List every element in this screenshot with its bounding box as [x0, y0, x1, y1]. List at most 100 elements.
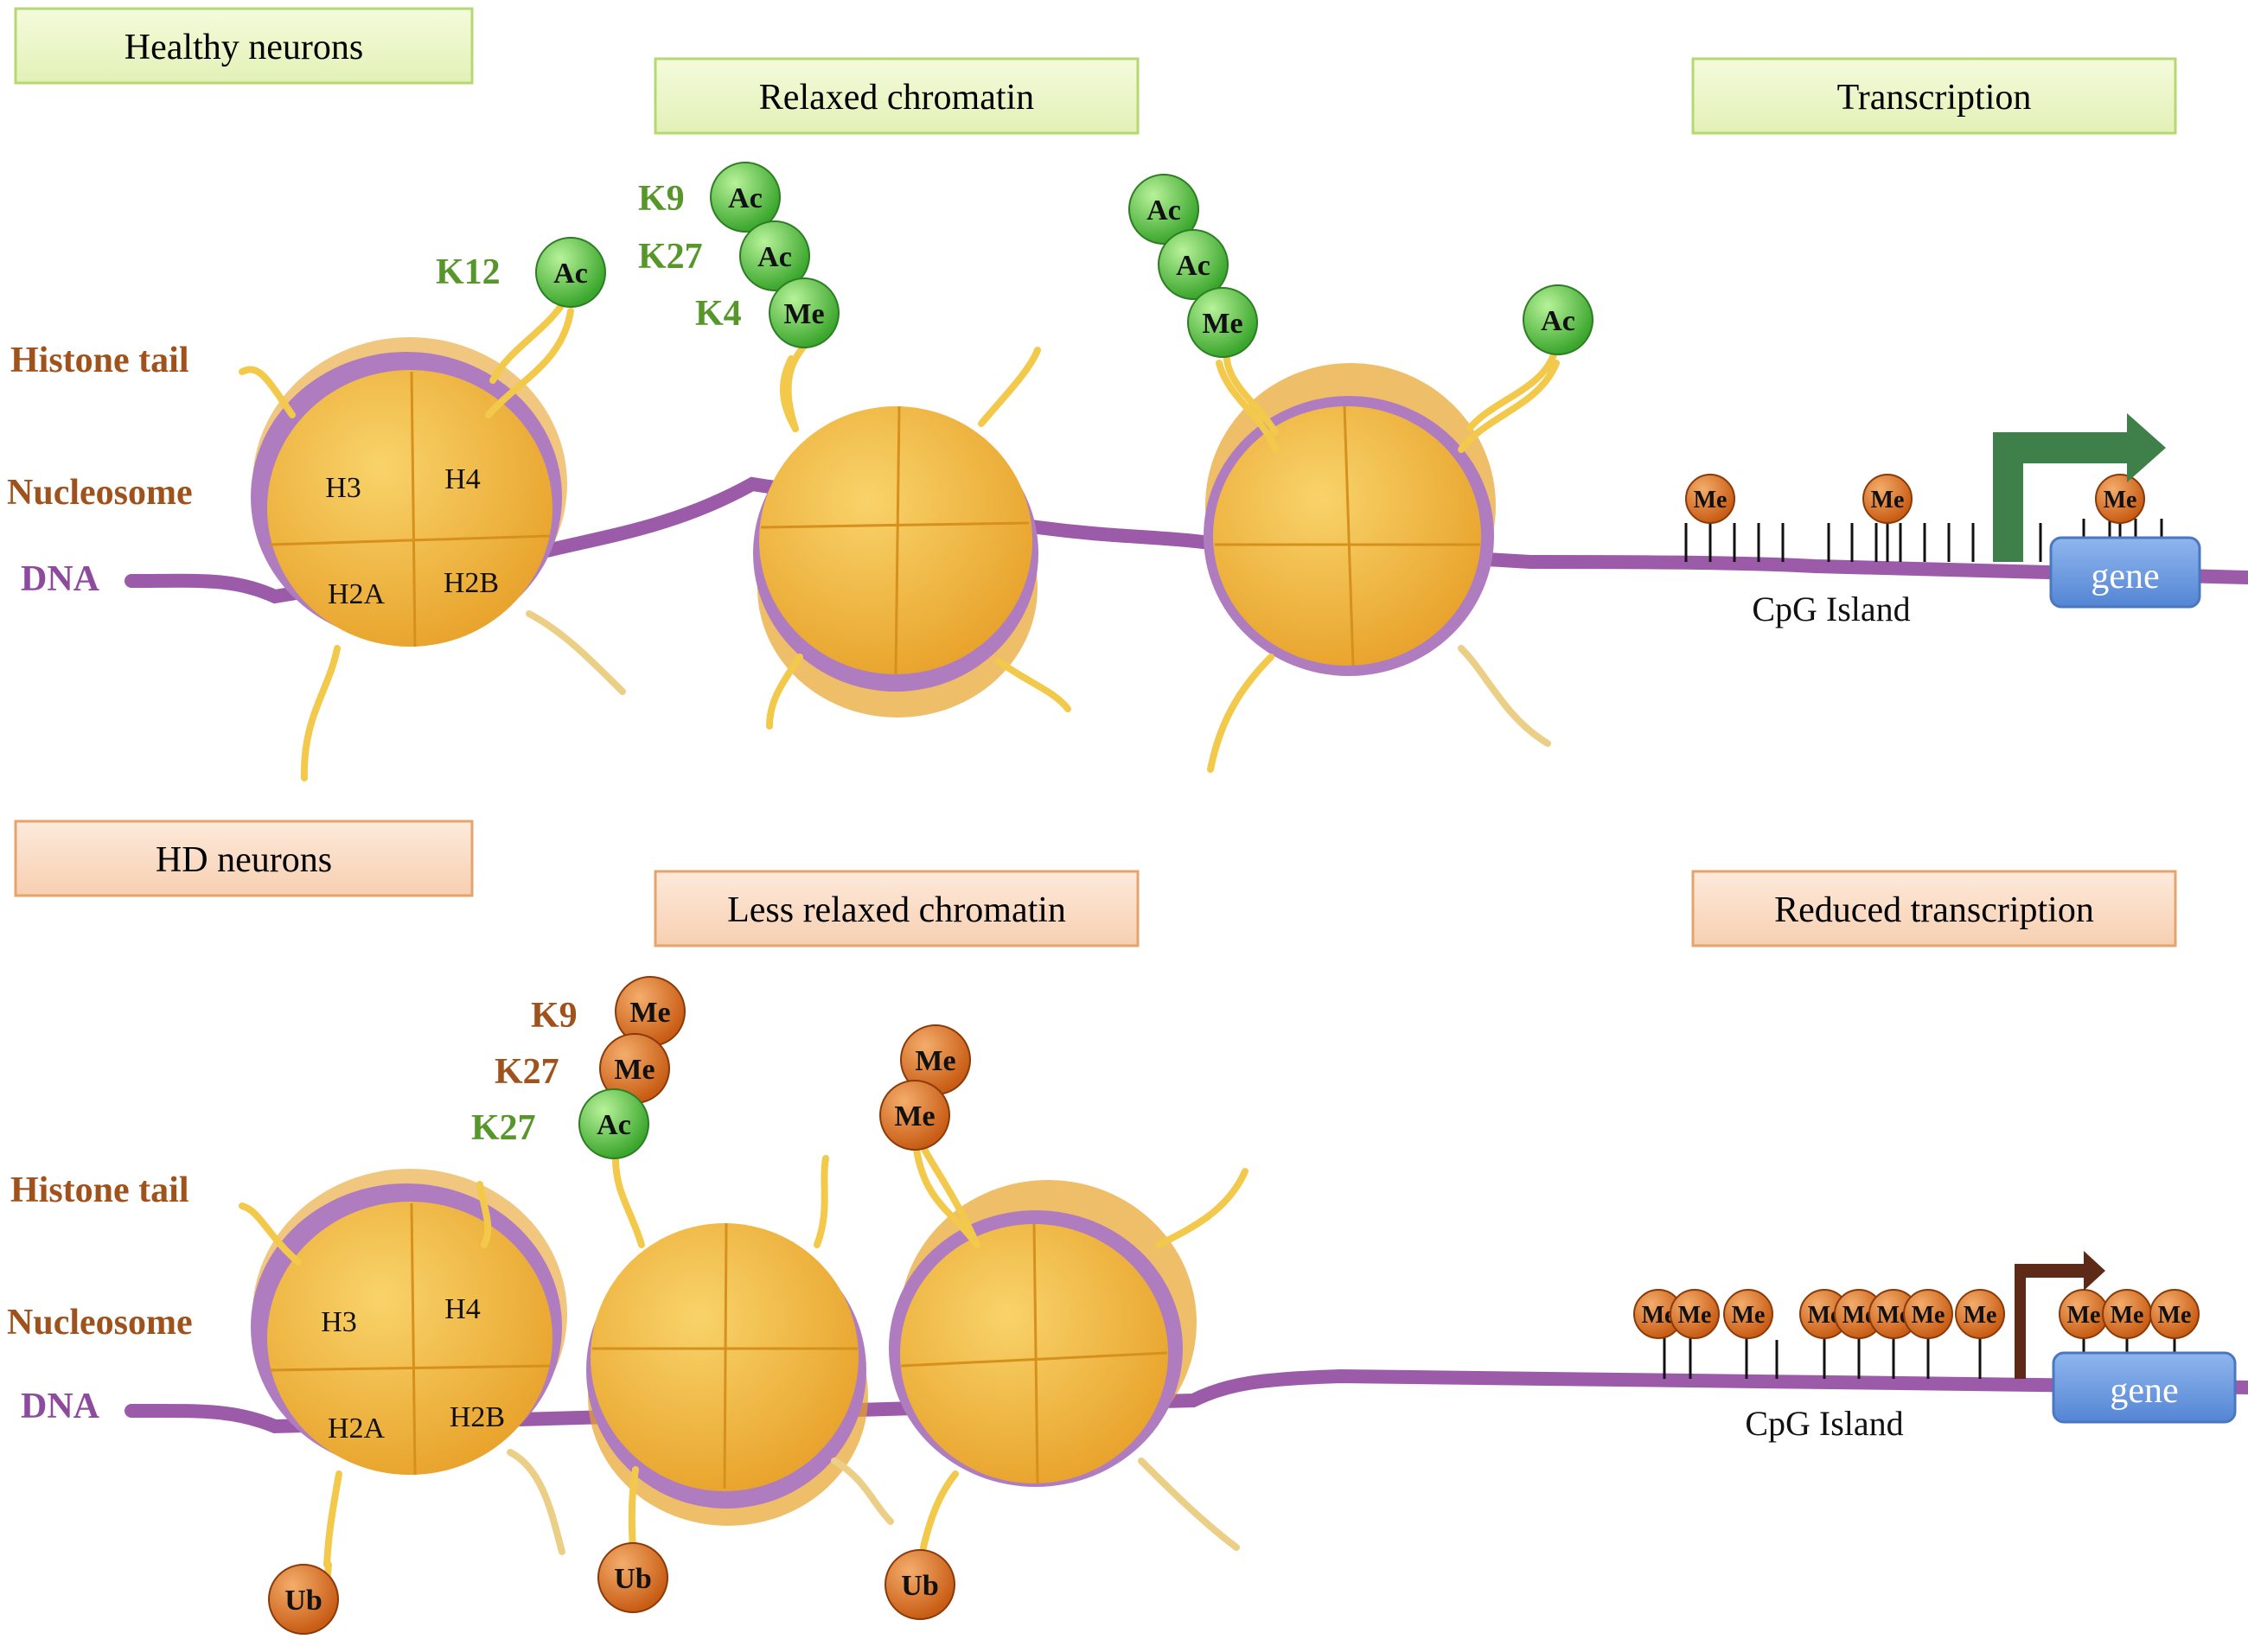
dna-label: DNA — [21, 559, 100, 599]
mark-ac-k27: Ac — [739, 220, 810, 291]
svg-text:Me: Me — [1694, 487, 1728, 513]
svg-text:Me: Me — [783, 298, 824, 330]
hd-mark-me-n3-2: Me — [879, 1080, 950, 1151]
svg-text:Ac: Ac — [1176, 250, 1210, 282]
svg-text:Me: Me — [2104, 487, 2137, 513]
reduced-transcription-label: Reduced transcription — [1774, 890, 2094, 930]
svg-text:Me: Me — [2158, 1302, 2192, 1329]
hd-mark-me-k27: Me — [599, 1033, 670, 1104]
healthy-section-box: Healthy neurons — [14, 7, 474, 85]
svg-text:Me: Me — [1912, 1302, 1945, 1329]
hd-cpg-mark-1: Me — [1633, 1289, 1683, 1339]
mark-me-n3: Me — [1187, 287, 1258, 358]
svg-text:Ac: Ac — [1146, 195, 1181, 226]
nucleosome-2 — [753, 405, 1038, 718]
mark-ac-n3-2: Ac — [1158, 229, 1229, 300]
svg-text:Ub: Ub — [901, 1570, 938, 1602]
hd-histone-h4: H4 — [444, 1293, 481, 1325]
hd-histone-tail-label: Histone tail — [10, 1170, 189, 1210]
svg-text:Me: Me — [2111, 1302, 2144, 1329]
mark-ac-n3-1: Ac — [1128, 174, 1199, 245]
svg-text:Me: Me — [915, 1045, 955, 1077]
nucleosome-3 — [1204, 363, 1496, 676]
relaxed-chromatin-label: Relaxed chromatin — [759, 78, 1034, 118]
reduced-transcription-box: Reduced transcription — [1691, 870, 2177, 947]
hd-mark-me-k9: Me — [615, 976, 686, 1047]
svg-text:Me: Me — [629, 997, 670, 1029]
svg-text:Ac: Ac — [597, 1109, 631, 1141]
healthy-section-title: Healthy neurons — [125, 28, 363, 67]
gene-box-bottom: gene — [2052, 1351, 2237, 1424]
hd-section-box: HD neurons — [14, 820, 474, 897]
histone-h4: H4 — [444, 463, 481, 495]
gene-label-bottom: gene — [2110, 1371, 2178, 1411]
residue-k9: K9 — [638, 179, 685, 219]
svg-text:Ac: Ac — [728, 182, 763, 214]
hd-cpg-mark-8: Me — [1955, 1289, 2005, 1339]
transcription-box: Transcription — [1691, 57, 2177, 135]
histone-tail-label: Histone tail — [10, 341, 189, 380]
hd-residue-k27-ac: K27 — [471, 1108, 536, 1148]
hd-mark-ac-k27: Ac — [578, 1088, 649, 1159]
less-relaxed-chromatin-label: Less relaxed chromatin — [727, 890, 1066, 930]
cpg-island-label: CpG Island — [1752, 590, 1910, 628]
svg-text:Ac: Ac — [1541, 305, 1575, 337]
hd-dna-strand — [125, 1368, 2248, 1434]
hd-mark-ub-1: Ub — [268, 1564, 339, 1635]
mark-me-k4: Me — [769, 277, 840, 348]
svg-text:Me: Me — [1202, 308, 1242, 340]
hd-histone-tails-2 — [628, 1155, 894, 1551]
hd-histone-h3: H3 — [321, 1306, 357, 1338]
svg-text:Ub: Ub — [284, 1585, 322, 1617]
histone-tails-1 — [239, 308, 626, 781]
svg-text:Me: Me — [1678, 1302, 1712, 1329]
svg-text:Me: Me — [1642, 1302, 1676, 1329]
histone-tails-2 — [766, 347, 1071, 730]
hd-residue-k27-me: K27 — [495, 1052, 559, 1092]
residue-k27: K27 — [638, 237, 703, 277]
hd-nucleosome-label: Nucleosome — [7, 1303, 193, 1343]
cpg-mark-top-3: Me — [2095, 474, 2145, 540]
cpg-mark-top-2: Me — [1862, 474, 1913, 562]
mark-ac-k9: Ac — [710, 162, 781, 233]
reduced-transcription-arrow — [2015, 1251, 2105, 1379]
svg-text:Ac: Ac — [757, 241, 792, 273]
hd-nucleosome-3 — [889, 1180, 1197, 1487]
residue-k4: K4 — [695, 294, 742, 334]
hd-histone-h2a: H2A — [328, 1413, 386, 1445]
less-relaxed-chromatin-box: Less relaxed chromatin — [654, 870, 1140, 947]
svg-text:Me: Me — [1871, 487, 1905, 513]
gene-label-top: gene — [2091, 557, 2159, 596]
transcription-arrow — [1993, 413, 2166, 562]
svg-text:Me: Me — [894, 1100, 935, 1132]
hd-histone-h2b: H2B — [450, 1401, 505, 1433]
hd-histone-tails-1 — [239, 1181, 565, 1568]
hd-section-title: HD neurons — [156, 840, 332, 880]
histone-h2a: H2A — [328, 578, 386, 610]
hd-cpg-mark-10: Me — [2102, 1289, 2152, 1339]
svg-text:Ac: Ac — [553, 258, 588, 290]
dna-strand — [125, 476, 2248, 604]
hd-cpg-mark-9: Me — [2059, 1289, 2109, 1339]
hd-cpg-mark-7: Me — [1903, 1289, 1953, 1339]
transcription-label: Transcription — [1837, 78, 2032, 118]
svg-text:Me: Me — [614, 1054, 655, 1086]
hd-cpg-mark-3: Me — [1723, 1289, 1773, 1339]
hd-cpg-mark-2: Me — [1670, 1289, 1720, 1339]
hd-residue-k9: K9 — [531, 996, 578, 1036]
mark-ac-n3-3: Ac — [1523, 284, 1593, 355]
hd-mark-ub-2: Ub — [597, 1542, 668, 1613]
relaxed-chromatin-box: Relaxed chromatin — [654, 57, 1140, 135]
svg-text:Me: Me — [2067, 1302, 2101, 1329]
hd-nucleosome-2 — [586, 1222, 868, 1526]
hd-cpg-mark-11: Me — [2149, 1289, 2200, 1339]
nucleosome-label: Nucleosome — [7, 473, 193, 513]
hd-panel: HD neurons Less relaxed chromatin Reduce… — [7, 820, 2248, 1635]
residue-k12: K12 — [436, 252, 501, 292]
histone-h2b: H2B — [444, 567, 499, 599]
hd-nucleosome-1: H3 H4 H2A H2B — [251, 1169, 567, 1476]
hd-cpg-island-label: CpG Island — [1745, 1404, 1903, 1443]
cpg-mark-top-1: Me — [1685, 474, 1735, 562]
histone-h3: H3 — [325, 472, 361, 504]
